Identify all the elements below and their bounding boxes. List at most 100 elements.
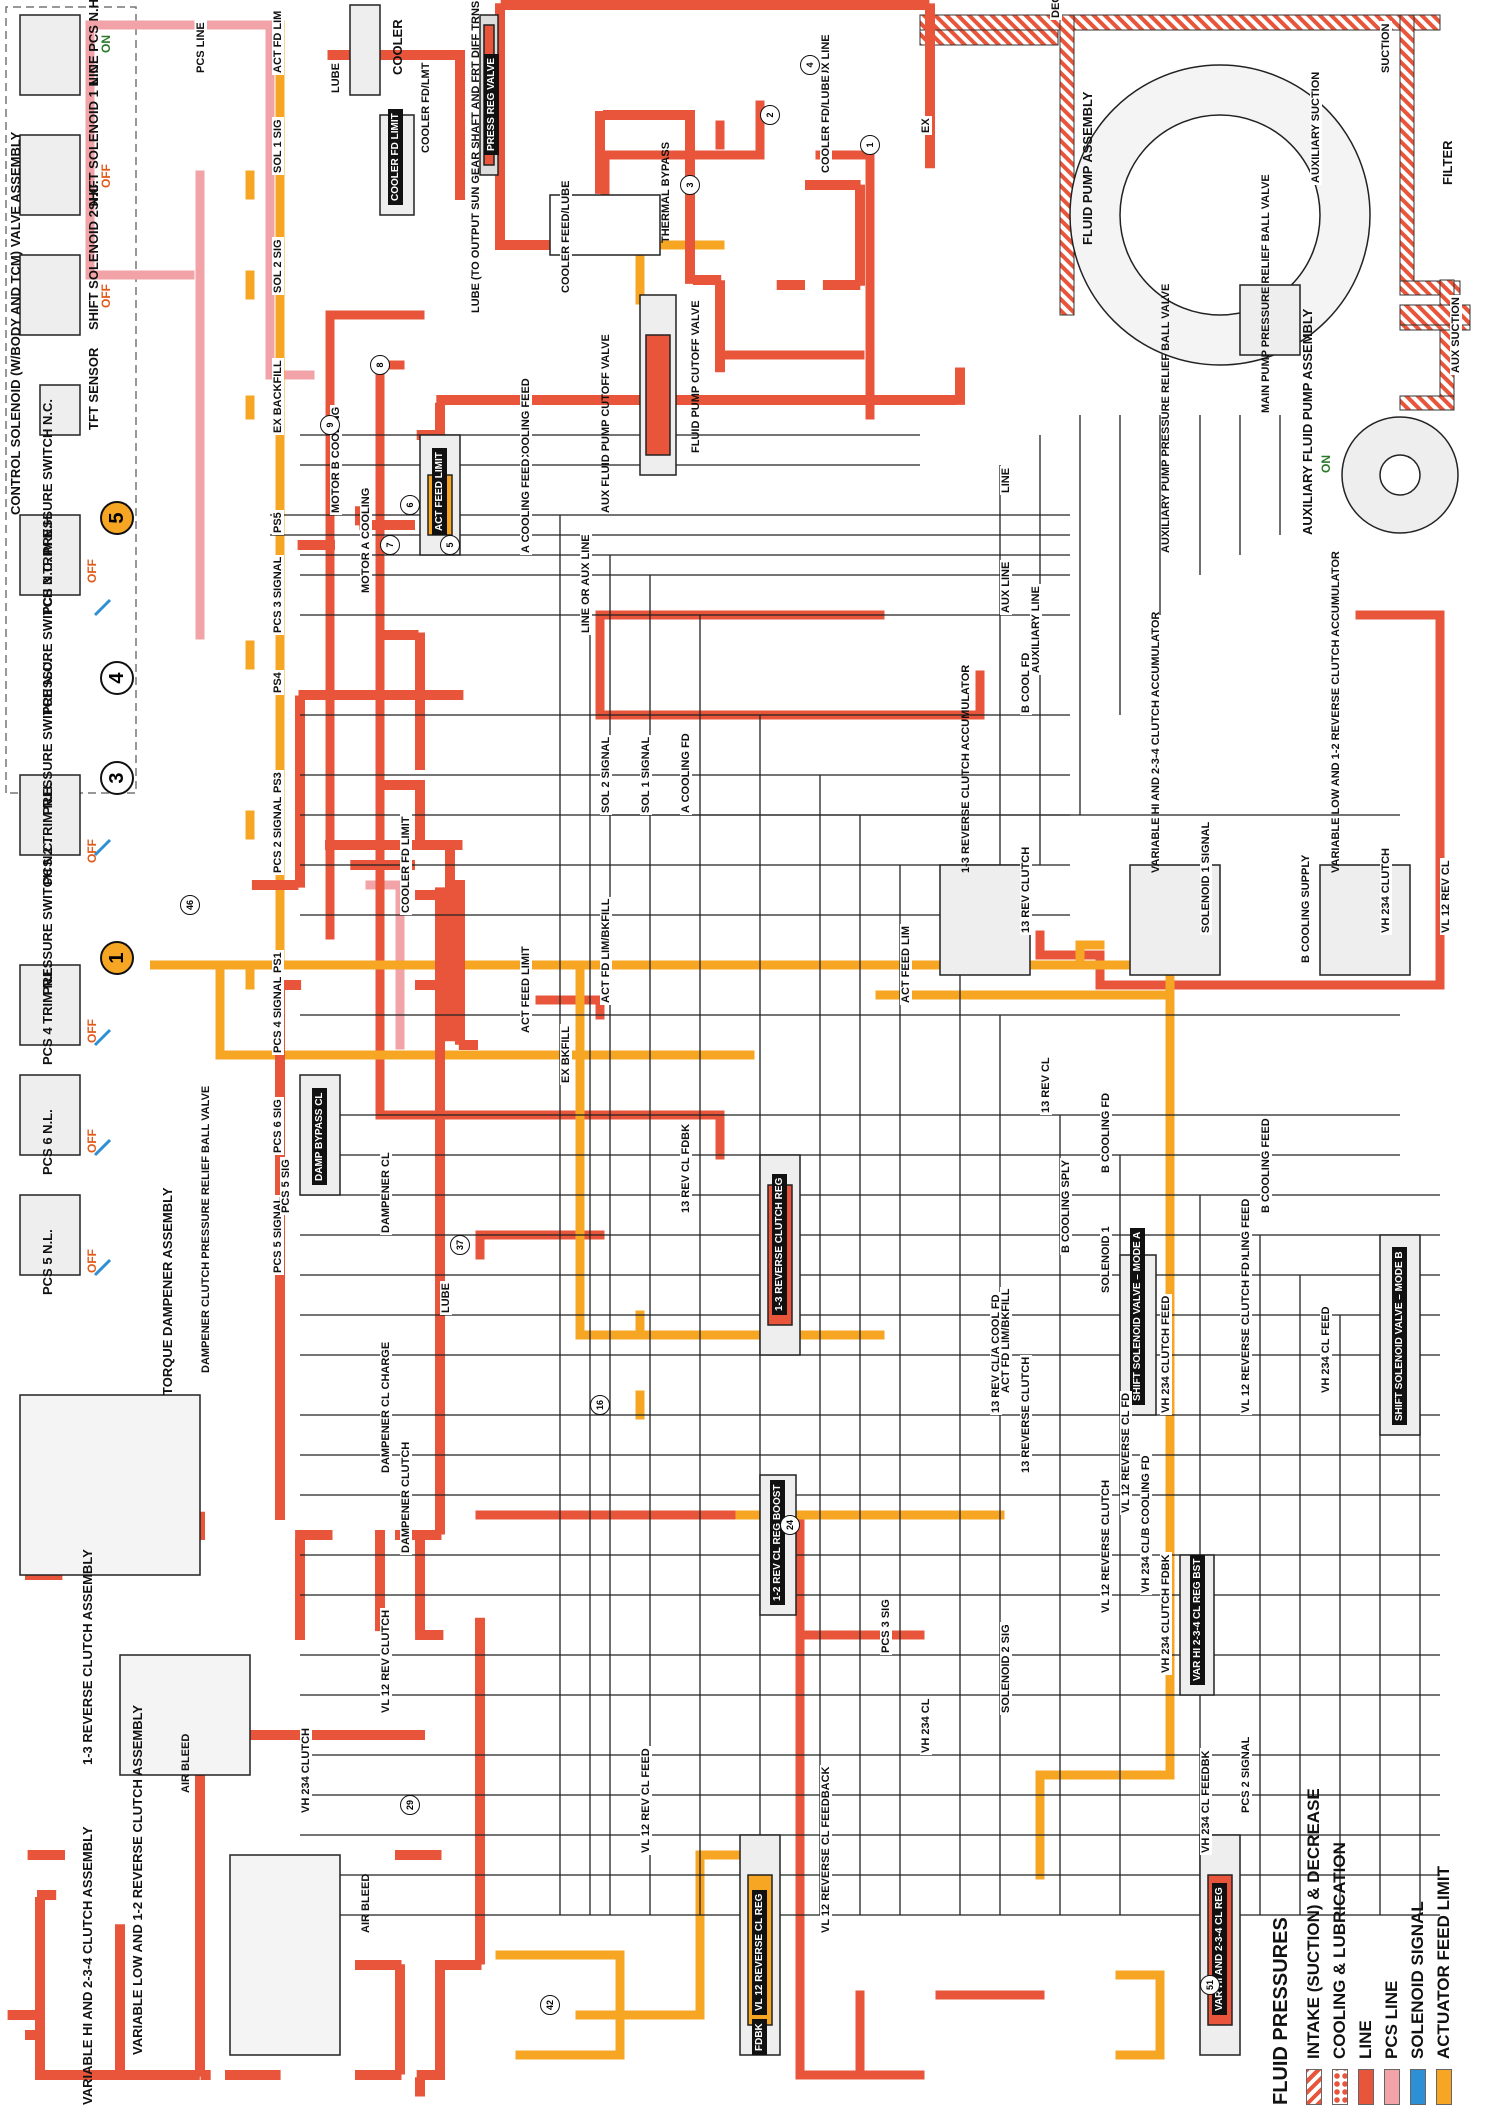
legend-row-line: LINE bbox=[1353, 1788, 1379, 2105]
pressure-switch-1: 1 bbox=[100, 941, 134, 975]
legend-title: FLUID PRESSURES bbox=[1270, 1917, 1292, 2105]
label-act-fd-lim-top: ACT FD LIM bbox=[272, 8, 284, 75]
legend-label-intake: INTAKE (SUCTION) & DECREASE bbox=[1304, 1788, 1323, 2059]
legend-label-pcs: PCS LINE bbox=[1382, 1980, 1401, 2059]
label-vl12-reverse-cl-fd: VL 12 REVERSE CL FD bbox=[1120, 1390, 1132, 1515]
aux-pump-state: ON bbox=[1319, 455, 1333, 473]
label-pcs5-sig: PCS 5 SIG bbox=[280, 1157, 292, 1215]
pcs6-state: OFF bbox=[85, 1129, 99, 1153]
label-cooler-fd-lube: COOLER FD/LUBE bbox=[820, 73, 832, 175]
label-pcs2-signal-low: PCS 2 SIGNAL bbox=[1240, 1734, 1252, 1815]
label-dampener-cl: DAMPENER CL bbox=[380, 1150, 392, 1235]
label-a-cooling-fd: A COOLING FD bbox=[680, 731, 692, 815]
check-ball-2: 2 bbox=[760, 105, 780, 125]
check-ball-3: 3 bbox=[680, 175, 700, 195]
legend-swatch-pcs bbox=[1384, 2069, 1400, 2105]
aux-fluid-pump-cutoff-label: AUX FLUID PUMP CUTOFF VALVE bbox=[600, 334, 612, 513]
label-pcs6-sig: PCS 6 SIG bbox=[272, 1097, 284, 1155]
legend-row-act: ACTUATOR FEED LIMIT bbox=[1431, 1788, 1457, 2105]
label-sol2-sig: SOL 2 SIG bbox=[272, 237, 284, 295]
label-vh234-clutch: VH 234 CLUTCH bbox=[1380, 846, 1392, 935]
pressure-switch-5: 5 bbox=[100, 501, 134, 535]
shift-sol-1-state: OFF bbox=[99, 164, 113, 188]
pressure-switch-3: 3 bbox=[100, 761, 134, 795]
rev-cl-boost-tag: 1-2 REV CL REG BOOST bbox=[770, 1480, 785, 1605]
legend-label-sol: SOLENOID SIGNAL bbox=[1408, 1901, 1427, 2059]
cooler-fd-limit-tag: COOLER FD LIMIT bbox=[388, 109, 403, 205]
var-hi-reg-tag: VAR HI AND 2-3-4 CL REG bbox=[1212, 1883, 1227, 2015]
label-ps1: PS1 bbox=[272, 950, 284, 975]
label-ex-bkfill: EX BKFILL bbox=[560, 1024, 572, 1085]
label-vh234-clutch-2: VH 234 CLUTCH bbox=[300, 1726, 312, 1815]
filter-label: FILTER bbox=[1440, 140, 1455, 185]
neutral-lines bbox=[270, 434, 1440, 1916]
act-feed-limit-tag: ACT FEED LIMIT bbox=[432, 448, 447, 535]
legend-swatch-hatch bbox=[1306, 2069, 1322, 2105]
label-b-cooling-fd: B COOLING FD bbox=[1100, 1090, 1112, 1175]
legend-row-pcs: PCS LINE bbox=[1379, 1788, 1405, 2105]
label-motor-a-cooling: MOTOR A COOLING bbox=[360, 485, 372, 595]
pressure-switch-4: 4 bbox=[100, 661, 134, 695]
fluid-pressures-legend: FLUID PRESSURES INTAKE (SUCTION) & DECRE… bbox=[1270, 1788, 1457, 2105]
fdbk-tag: FDBK bbox=[752, 2019, 767, 2055]
legend-row-sol: SOLENOID SIGNAL bbox=[1405, 1788, 1431, 2105]
press-reg-valve-tag: PRESS REG VALVE bbox=[484, 54, 499, 155]
label-sol1-sig: SOL 1 SIG bbox=[272, 117, 284, 175]
check-ball-44: 46 bbox=[180, 895, 200, 915]
shift-sol-2-state: OFF bbox=[99, 284, 113, 308]
rev-clutch-reg-tag: 1-3 REVERSE CLUTCH REG bbox=[772, 1173, 787, 1315]
accum-low-label: VARIABLE LOW AND 1-2 REVERSE CLUTCH ACCU… bbox=[1330, 551, 1342, 873]
label-vl12-reverse-clutch-fd: VL 12 REVERSE CLUTCH FD bbox=[1240, 1260, 1252, 1415]
aux-pump-relief-label: AUXILIARY PUMP PRESSURE RELIEF BALL VALV… bbox=[1160, 283, 1172, 553]
label-vl12-rev-cl-feed: VL 12 REV CL FEED bbox=[640, 1746, 652, 1855]
label-vh234-cl-feedbk: VH 234 CL FEEDBK bbox=[1200, 1748, 1212, 1855]
var-hi-label: VARIABLE HI AND 2-3-4 CLUTCH ASSEMBLY bbox=[80, 1826, 95, 2105]
solenoid-box-title: CONTROL SOLENOID (W/BODY AND TCM) VALVE … bbox=[8, 131, 23, 515]
pcs4-trim-label: PCS 4 TRIM N.L. bbox=[40, 963, 55, 1065]
check-ball-8: 8 bbox=[370, 355, 390, 375]
damp-bypass-tag: DAMP BYPASS CL bbox=[312, 1088, 327, 1185]
check-ball-16: 16 bbox=[590, 1395, 610, 1415]
var-hi-boost-tag: VAR HI 2-3-4 CL REG BST bbox=[1190, 1554, 1205, 1685]
accum-hi-label: VARIABLE HI AND 2-3-4 CLUTCH ACCUMULATOR bbox=[1150, 611, 1162, 873]
label-cooler-feed-lube: COOLER FEED/LUBE bbox=[560, 178, 572, 295]
label-13-rev-cl-fdbk: 13 REV CL FDBK bbox=[680, 1121, 692, 1215]
legend-label-line: LINE bbox=[1356, 2020, 1375, 2059]
legend-row-cooling: COOLING & LUBRICATION bbox=[1327, 1788, 1353, 2105]
label-dampener-clutch: DAMPENER CLUTCH bbox=[400, 1439, 412, 1555]
pcs5-state: OFF bbox=[85, 1249, 99, 1273]
label-act-feed-lim: ACT FEED LIM bbox=[900, 924, 912, 1005]
check-ball-1: 1 bbox=[860, 135, 880, 155]
label-b-cooling-feed-2: B COOLING FEED bbox=[1260, 1116, 1272, 1215]
label-vh234-cl-feed: VH 234 CL FEED bbox=[1320, 1304, 1332, 1395]
rev-clutch-13-label: 1-3 REVERSE CLUTCH ASSEMBLY bbox=[80, 1549, 95, 1765]
label-pcs3-signal: PCS 3 SIGNAL bbox=[272, 554, 284, 635]
accum-13-label: 1-3 REVERSE CLUTCH ACCUMULATOR bbox=[960, 664, 972, 873]
sol-line-pcs-state: ON bbox=[99, 35, 113, 53]
legend-row-intake: INTAKE (SUCTION) & DECREASE bbox=[1301, 1788, 1327, 2105]
label-aux-suction: AUX SUCTION bbox=[1450, 295, 1462, 375]
fluid-pump-label: FLUID PUMP ASSEMBLY bbox=[1080, 91, 1095, 245]
label-dampener-cl-charge: DAMPENER CL CHARGE bbox=[380, 1339, 392, 1475]
check-ball-40: 42 bbox=[540, 1995, 560, 2015]
label-ps3: PS3 bbox=[272, 770, 284, 795]
label-sol2-signal: SOL 2 SIGNAL bbox=[600, 734, 612, 815]
label-cooler-fd-limit: COOLER FD LIMIT bbox=[400, 814, 412, 915]
shift-sol-b-tag: SHIFT SOLENOID VALVE – MODE B bbox=[1392, 1247, 1407, 1425]
label-line: LINE bbox=[1000, 465, 1012, 495]
dampener-relief-label: DAMPENER CLUTCH PRESSURE RELIEF BALL VAL… bbox=[200, 1085, 212, 1373]
shift-sol-a-tag: SHIFT SOLENOID VALVE – MODE A bbox=[1130, 1227, 1145, 1405]
label-pcs-line-top: PCS LINE bbox=[195, 20, 207, 75]
label-act-feed-limit: ACT FEED LIMIT bbox=[520, 944, 532, 1035]
pcs5-label: PCS 5 N.L. bbox=[40, 1229, 55, 1295]
cooling-paths bbox=[5, 0, 965, 2100]
main-pump-relief-label: MAIN PUMP PRESSURE RELIEF BALL VALVE bbox=[1260, 174, 1272, 413]
check-ball-51: 51 bbox=[1200, 1975, 1220, 1995]
label-vh234-clutch-fdbk: VH 234 CLUTCH FDBK bbox=[1160, 1552, 1172, 1675]
label-sol1-signal: SOL 1 SIGNAL bbox=[640, 734, 652, 815]
legend-label-act: ACTUATOR FEED LIMIT bbox=[1434, 1866, 1453, 2059]
label-aux-line: AUX LINE bbox=[1000, 559, 1012, 615]
check-ball-24: 24 bbox=[780, 1515, 800, 1535]
label-ex: EX bbox=[920, 116, 932, 135]
